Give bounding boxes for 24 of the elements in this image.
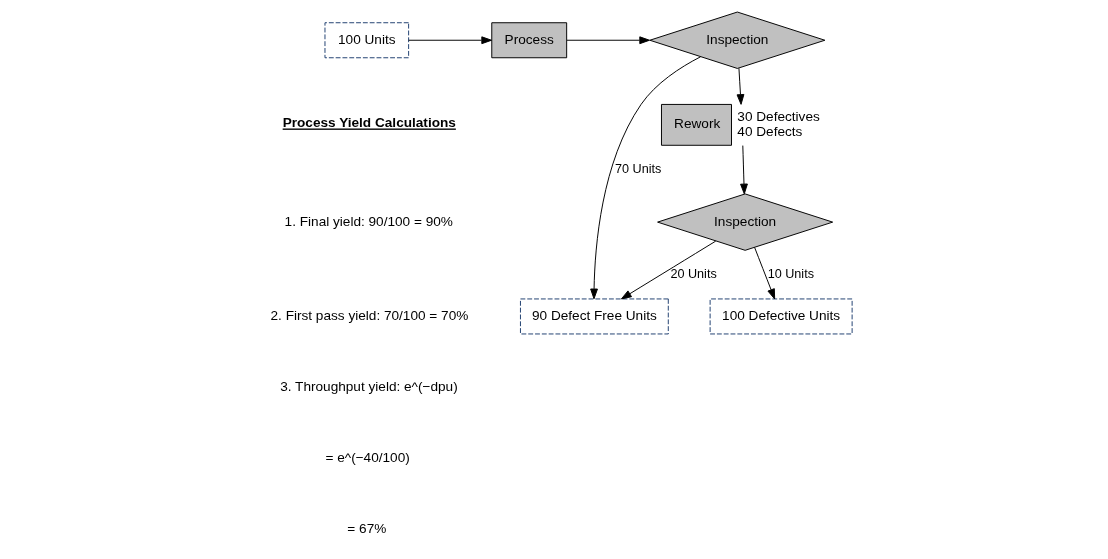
node-box: 100 Units (324, 22, 409, 59)
label: = e^(−40/100) (324, 450, 410, 466)
arrow (739, 145, 748, 195)
label: 3. Throughput yield: e^(−dpu) (279, 379, 458, 395)
arrow (753, 246, 775, 300)
node-diamond: Inspection (656, 193, 833, 251)
node-box: 90 Defect Free Units (519, 298, 669, 335)
arrow (620, 240, 716, 300)
node-box: Process (490, 22, 567, 59)
edge-label: 10 Units (767, 266, 814, 281)
node-label: 30 Defectives (736, 109, 820, 125)
node-label: 40 Defects (736, 123, 802, 139)
arrow (589, 56, 701, 300)
label: Process Yield Calculations (282, 115, 456, 131)
node-diamond: Inspection (648, 11, 825, 69)
label: 1. Final yield: 90/100 = 90% (284, 213, 453, 229)
arrow (736, 67, 744, 105)
label: 2. First pass yield: 70/100 = 70% (270, 308, 468, 324)
arrow (407, 36, 492, 45)
node-box: 100 Defective Units (709, 298, 853, 335)
arrow (566, 36, 650, 45)
label: = 67% (346, 521, 386, 537)
edge-label: 20 Units (669, 266, 717, 281)
edge-label: 70 Units (614, 161, 661, 176)
